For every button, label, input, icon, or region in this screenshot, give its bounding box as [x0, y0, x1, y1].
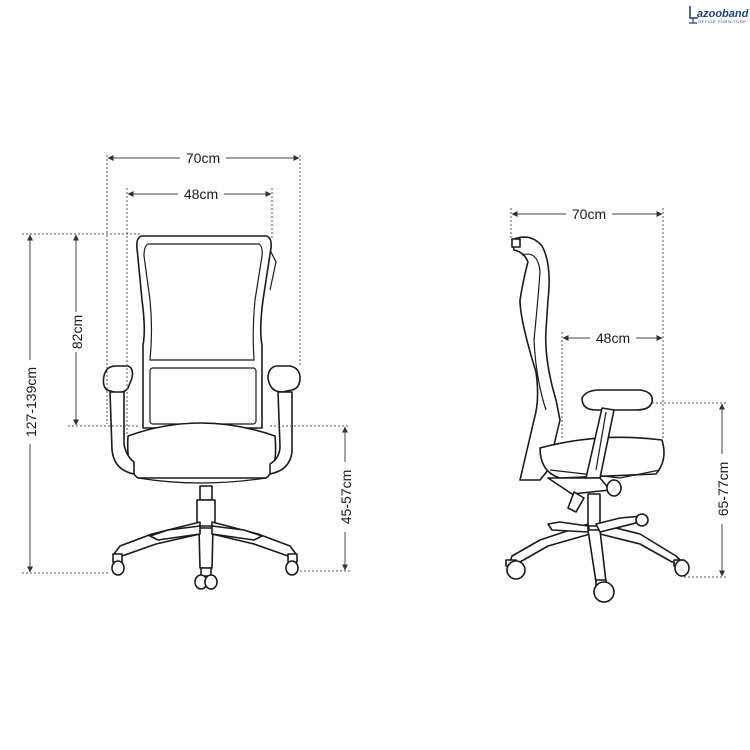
- side-seat-depth-label: 48cm: [596, 330, 630, 346]
- front-total-height-label: 127-139cm: [23, 367, 39, 437]
- front-right-armrest: [267, 365, 301, 393]
- side-gas-lift: [587, 493, 601, 527]
- side-base-center-leg: [587, 529, 607, 583]
- front-base-back-left-leg: [149, 525, 201, 541]
- front-back-post: [269, 249, 277, 291]
- front-caster-right: [285, 553, 299, 576]
- side-caster-right: [673, 559, 690, 577]
- front-left-arm-support: [109, 391, 135, 475]
- side-view: 70cm 48cm 65-77cm: [505, 206, 731, 603]
- front-gas-lift-top: [199, 485, 213, 501]
- front-right-arm-support: [269, 391, 293, 475]
- front-base-back-right-leg: [211, 525, 263, 541]
- side-overall-depth-label: 70cm: [572, 206, 606, 222]
- front-overall-width-label: 70cm: [186, 150, 220, 166]
- side-tilt-lever: [567, 491, 585, 513]
- front-gas-lift: [196, 499, 216, 527]
- side-caster-center: [593, 579, 615, 603]
- brand-name: azooband: [697, 8, 749, 20]
- side-caster-rear: [635, 513, 649, 527]
- front-left-armrest: [102, 365, 134, 394]
- side-chair-drawing: [505, 236, 690, 603]
- brand-logo: azooband OFFICE FURNITURE: [689, 6, 749, 24]
- side-armrest-pad: [581, 389, 654, 411]
- brand-subtitle: OFFICE FURNITURE: [698, 19, 747, 24]
- side-caster-left: [505, 559, 526, 580]
- side-tension-knob: [606, 479, 622, 497]
- side-headrest-tip: [511, 238, 521, 248]
- front-backrest-frame: [136, 235, 272, 429]
- side-back-inner: [521, 253, 547, 411]
- side-base-rear-left-leg: [547, 521, 589, 533]
- front-seat-bottom: [137, 477, 267, 484]
- front-seat: [126, 422, 277, 479]
- chair-logo-icon: [689, 6, 698, 24]
- side-mechanism: [547, 477, 611, 495]
- front-seat-height-label: 45-57cm: [338, 470, 354, 524]
- front-mesh-panel: [143, 243, 263, 361]
- side-seat-lower: [549, 469, 661, 479]
- front-chair-drawing: [102, 235, 301, 590]
- front-base-center-leg: [198, 527, 214, 569]
- front-caster-left: [111, 553, 125, 576]
- front-view: 70cm 48cm 127-139cm 82cm 45-57cm: [22, 150, 354, 590]
- front-caster-center: [194, 567, 218, 590]
- side-arm-support-inner: [595, 411, 607, 471]
- side-armrest-height-label: 65-77cm: [715, 462, 731, 516]
- front-seat-width-label: 48cm: [184, 186, 218, 202]
- front-backrest-height-label: 82cm: [69, 315, 85, 349]
